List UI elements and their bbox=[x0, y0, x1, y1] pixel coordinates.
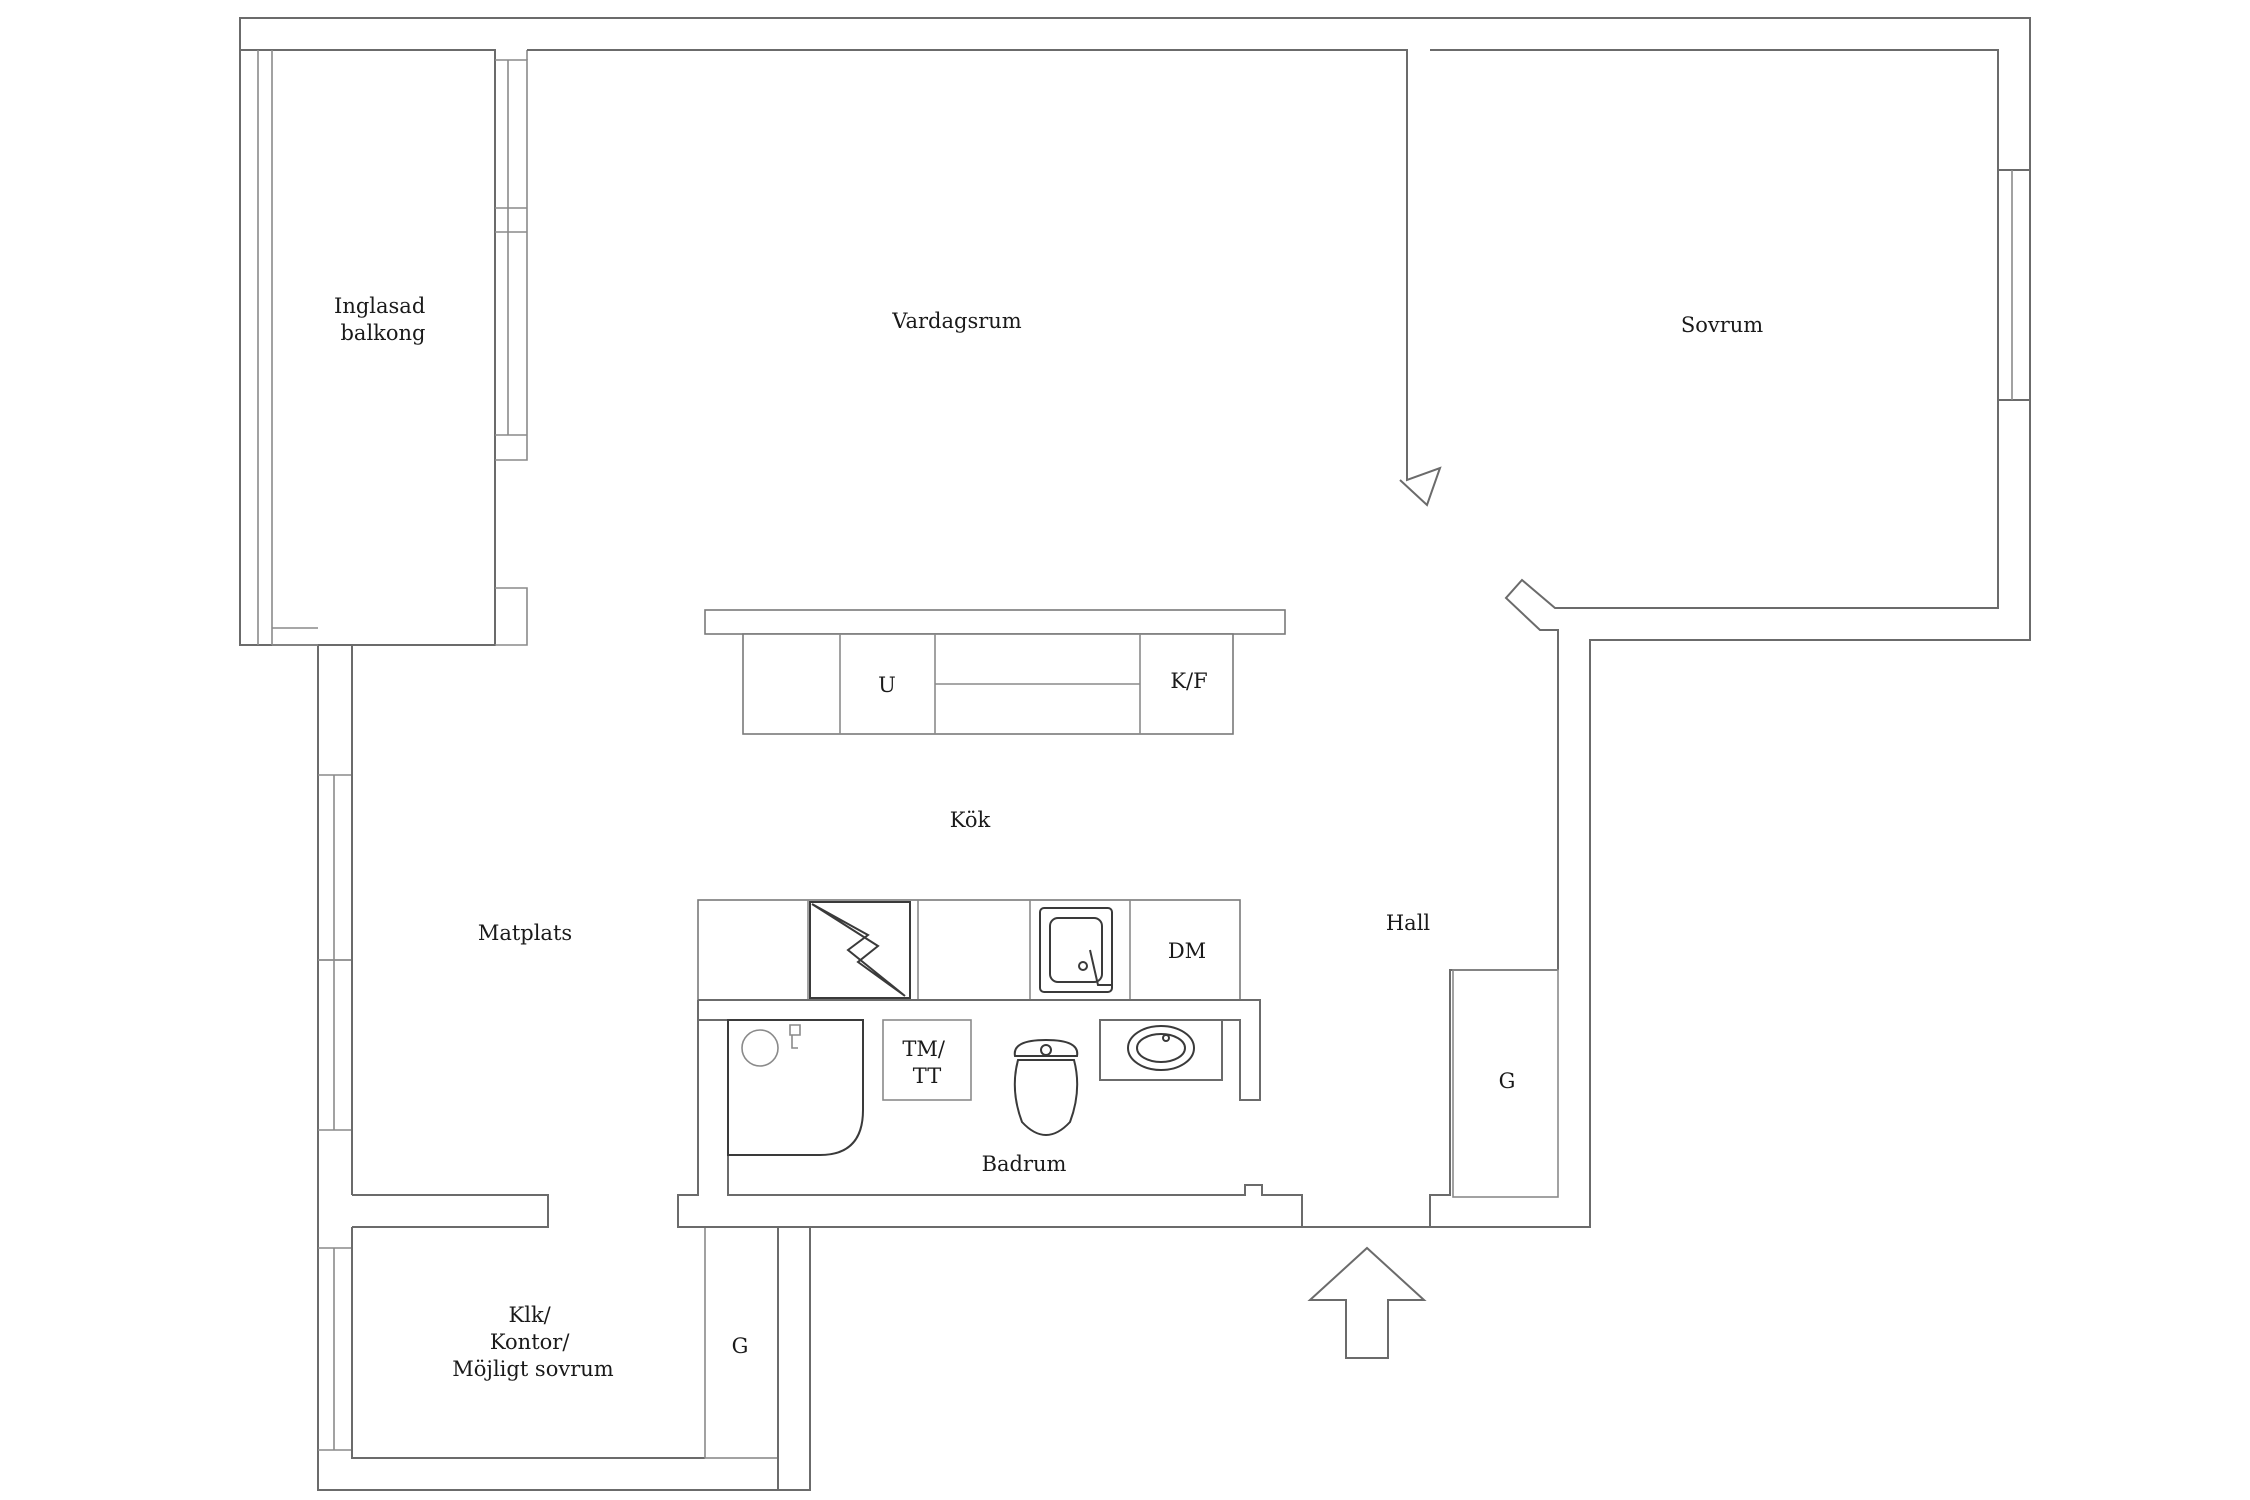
fixture-labels: U K/F DM TM/ TT G G bbox=[732, 669, 1516, 1358]
label-study: Klk/ Kontor/ Möjligt sovrum bbox=[452, 1303, 613, 1381]
hall-wardrobe bbox=[1452, 969, 1559, 1198]
kitchen-island bbox=[704, 609, 1286, 735]
washbasin-icon bbox=[1127, 1025, 1195, 1071]
label-living-room: Vardagsrum bbox=[891, 309, 1022, 333]
stove-icon bbox=[809, 901, 911, 999]
kitchen-counter bbox=[697, 899, 1241, 1001]
sink-icon bbox=[1039, 907, 1113, 993]
washer-dryer bbox=[882, 1019, 972, 1101]
label-hall: Hall bbox=[1386, 911, 1431, 935]
label-glazed-balcony: Inglasad balkong bbox=[334, 294, 432, 345]
room-labels: Inglasad balkong Vardagsrum Sovrum Kök M… bbox=[334, 294, 1763, 1381]
label-kitchen: Kök bbox=[950, 808, 991, 832]
toilet-icon bbox=[1013, 1038, 1079, 1136]
label-washer-dryer: TM/ TT bbox=[902, 1037, 951, 1088]
label-fridge-freezer: K/F bbox=[1170, 669, 1207, 693]
label-dishwasher: DM bbox=[1168, 939, 1206, 963]
label-wardrobe-study: G bbox=[732, 1334, 749, 1358]
label-fridge-unit: U bbox=[878, 673, 896, 697]
label-dining: Matplats bbox=[478, 921, 572, 945]
label-bedroom: Sovrum bbox=[1681, 313, 1763, 337]
glazed-balcony-walls bbox=[257, 50, 528, 646]
study-wardrobe bbox=[704, 1226, 779, 1490]
bathroom-walls bbox=[677, 969, 1558, 1228]
inner-walls bbox=[527, 49, 2030, 970]
left-windows bbox=[318, 645, 705, 1459]
entrance-arrow-icon[interactable] bbox=[1307, 1246, 1427, 1359]
label-wardrobe-hall: G bbox=[1499, 1069, 1516, 1093]
label-bathroom: Badrum bbox=[982, 1152, 1067, 1176]
shower-icon bbox=[727, 1019, 864, 1156]
